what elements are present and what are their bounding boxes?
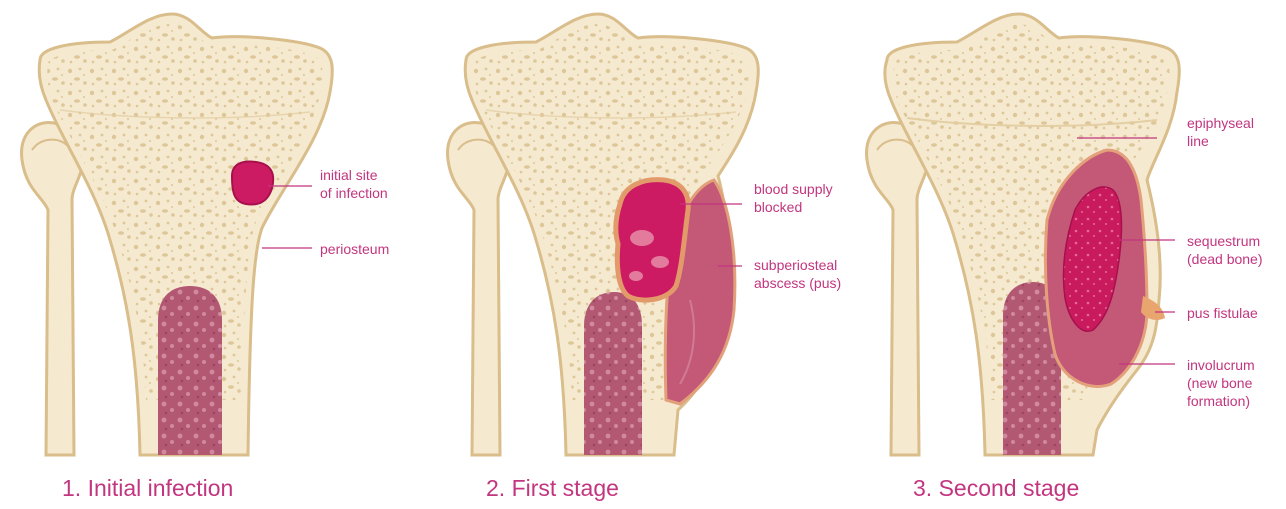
fibula-shape: [448, 123, 509, 456]
bone-diagram-stage-2: [428, 0, 856, 509]
label-involucrum: involucrum (new bone formation): [1187, 356, 1255, 410]
stage-first-stage: blood supply blocked subperiosteal absce…: [428, 0, 856, 509]
marrow-cavity: [584, 292, 642, 455]
fibula-shape: [867, 123, 928, 456]
caption-stage-2: 2. First stage: [486, 474, 619, 502]
label-initial-site: initial site of infection: [320, 166, 388, 202]
stage-initial-infection: initial site of infection periosteum 1. …: [0, 0, 428, 509]
label-subperiosteal-abscess: subperiosteal abscess (pus): [754, 256, 841, 292]
label-sequestrum: sequestrum (dead bone): [1187, 232, 1263, 268]
caption-stage-1: 1. Initial infection: [62, 474, 233, 502]
label-periosteum: periosteum: [320, 240, 389, 258]
label-epiphyseal-line: epiphyseal line: [1187, 114, 1254, 150]
stage-second-stage: epiphyseal line sequestrum (dead bone) p…: [857, 0, 1285, 509]
fibula-shape: [22, 123, 83, 456]
label-blood-supply: blood supply blocked: [754, 180, 833, 216]
marrow-cavity: [158, 286, 222, 455]
infection-site-shape: [232, 162, 273, 205]
caption-stage-3: 3. Second stage: [913, 474, 1079, 502]
label-pus-fistulae: pus fistulae: [1187, 304, 1258, 322]
